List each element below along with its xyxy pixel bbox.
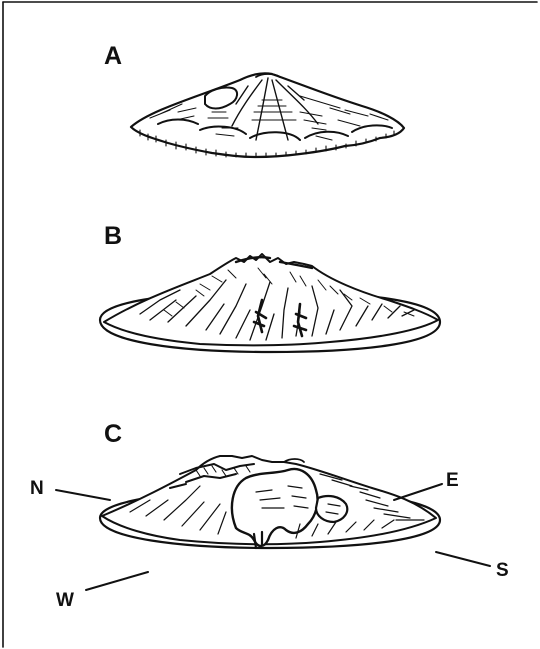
volcano-b-eroded bbox=[100, 254, 440, 352]
panel-label-c: C bbox=[104, 420, 122, 448]
west-pointer-line bbox=[86, 572, 148, 590]
direction-label-east: E bbox=[446, 470, 459, 491]
panel-label-a: A bbox=[104, 42, 122, 70]
east-pointer-line bbox=[394, 484, 442, 500]
volcano-c-growing bbox=[100, 456, 440, 548]
south-pointer-line bbox=[436, 552, 490, 566]
direction-label-west: W bbox=[56, 590, 74, 611]
direction-label-south: S bbox=[496, 560, 509, 581]
volcano-a-shield bbox=[131, 73, 404, 157]
direction-label-north: N bbox=[30, 478, 44, 499]
north-pointer-line bbox=[56, 490, 110, 500]
panel-label-b: B bbox=[104, 222, 122, 250]
